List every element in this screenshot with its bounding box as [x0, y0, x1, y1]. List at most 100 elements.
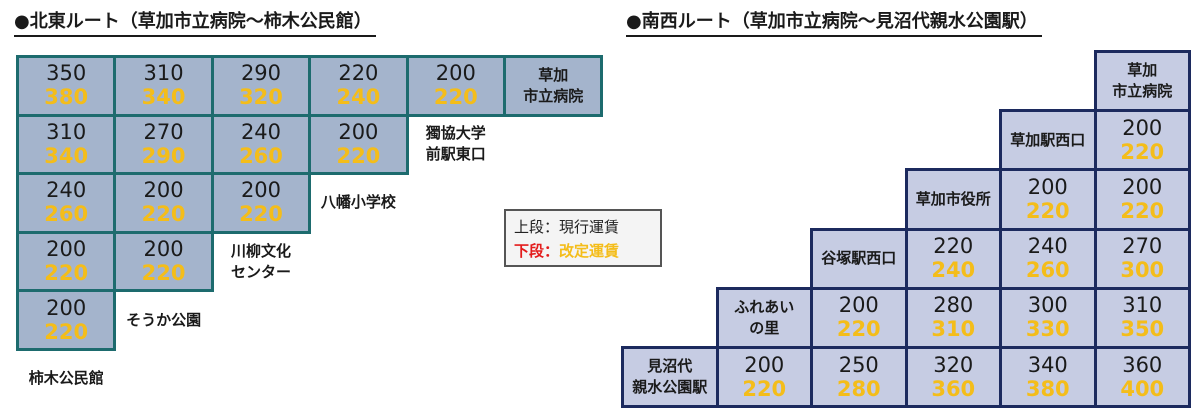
revised-fare: 220	[1120, 198, 1165, 223]
current-fare: 310	[1122, 293, 1163, 318]
stop-label: そうか公園	[126, 310, 202, 329]
legend-lower-value: 改定運賃	[559, 242, 620, 260]
stop-label: 八幡小学校	[320, 193, 396, 212]
revised-fare: 340	[44, 143, 89, 168]
revised-fare: 260	[239, 143, 283, 168]
revised-fare: 380	[1025, 376, 1070, 401]
revised-fare: 220	[433, 85, 478, 110]
current-fare: 200	[1122, 174, 1163, 199]
current-fare: 200	[435, 61, 476, 86]
revised-fare: 220	[1120, 139, 1165, 164]
current-fare: 310	[143, 61, 184, 86]
current-fare: 200	[1027, 174, 1068, 199]
revised-fare: 240	[336, 85, 381, 110]
stop-label: 柿木公民館	[28, 369, 104, 388]
legend-current-fare: 上段：現行運賃	[514, 218, 620, 236]
revised-fare: 220	[141, 202, 186, 227]
current-fare: 200	[240, 178, 282, 203]
revised-fare: 220	[336, 143, 381, 168]
current-fare: 300	[1027, 293, 1068, 318]
current-fare: 200	[46, 295, 87, 320]
stop-label: 見沼代 親水公園駅	[621, 346, 719, 409]
current-fare: 200	[143, 237, 184, 262]
revised-fare: 340	[141, 85, 186, 110]
revised-fare: 220	[44, 261, 89, 286]
revised-fare: 220	[1025, 198, 1070, 223]
fare-legend: 上段：現行運賃 下段：改定運賃	[504, 209, 662, 267]
revised-fare: 290	[141, 143, 186, 168]
revised-fare: 320	[239, 85, 283, 110]
stop-label: 草加駅西口	[999, 109, 1097, 172]
revised-fare: 260	[1025, 258, 1070, 283]
revised-fare: 220	[836, 317, 881, 342]
current-fare: 240	[240, 119, 282, 144]
current-fare: 220	[338, 61, 379, 86]
revised-fare: 280	[836, 376, 881, 401]
revised-fare: 350	[1120, 317, 1165, 342]
revised-fare: 400	[1120, 376, 1165, 401]
current-fare: 240	[46, 178, 87, 203]
revised-fare: 260	[44, 202, 89, 227]
current-fare: 220	[933, 234, 974, 259]
current-fare: 360	[1122, 352, 1163, 377]
current-fare: 240	[1027, 234, 1068, 259]
revised-fare: 360	[931, 376, 976, 401]
stop-label: ふれあい の里	[715, 286, 813, 349]
current-fare: 200	[838, 293, 879, 318]
current-fare: 350	[46, 61, 87, 86]
current-fare: 200	[46, 237, 87, 262]
current-fare: 280	[933, 293, 974, 318]
current-fare: 200	[338, 119, 379, 144]
stop-label: 草加市役所	[904, 168, 1002, 231]
current-fare: 290	[240, 61, 282, 86]
northeast-route-title: ●北東ルート（草加市立病院～柿木公民館）	[14, 9, 376, 37]
revised-fare: 220	[239, 202, 283, 227]
current-fare: 200	[744, 352, 785, 377]
legend-lower-label: 下段：	[514, 242, 560, 260]
revised-fare: 330	[1025, 317, 1070, 342]
current-fare: 340	[1027, 352, 1068, 377]
revised-fare: 220	[44, 319, 89, 344]
stop-label: 獨協大学 前駅東口	[425, 124, 486, 164]
stop-label: 草加 市立病院	[503, 55, 604, 117]
current-fare: 200	[143, 178, 184, 203]
revised-fare: 310	[931, 317, 976, 342]
southwest-route-title: ●南西ルート（草加市立病院～見沼代親水公園駅）	[626, 9, 1042, 37]
current-fare: 250	[838, 352, 879, 377]
stop-label: 川柳文化 センター	[230, 241, 291, 281]
revised-fare: 220	[141, 261, 186, 286]
revised-fare: 220	[742, 376, 787, 401]
current-fare: 320	[933, 352, 974, 377]
revised-fare: 240	[931, 258, 976, 283]
legend-revised-fare: 下段：改定運賃	[514, 239, 660, 263]
current-fare: 200	[1122, 115, 1163, 140]
